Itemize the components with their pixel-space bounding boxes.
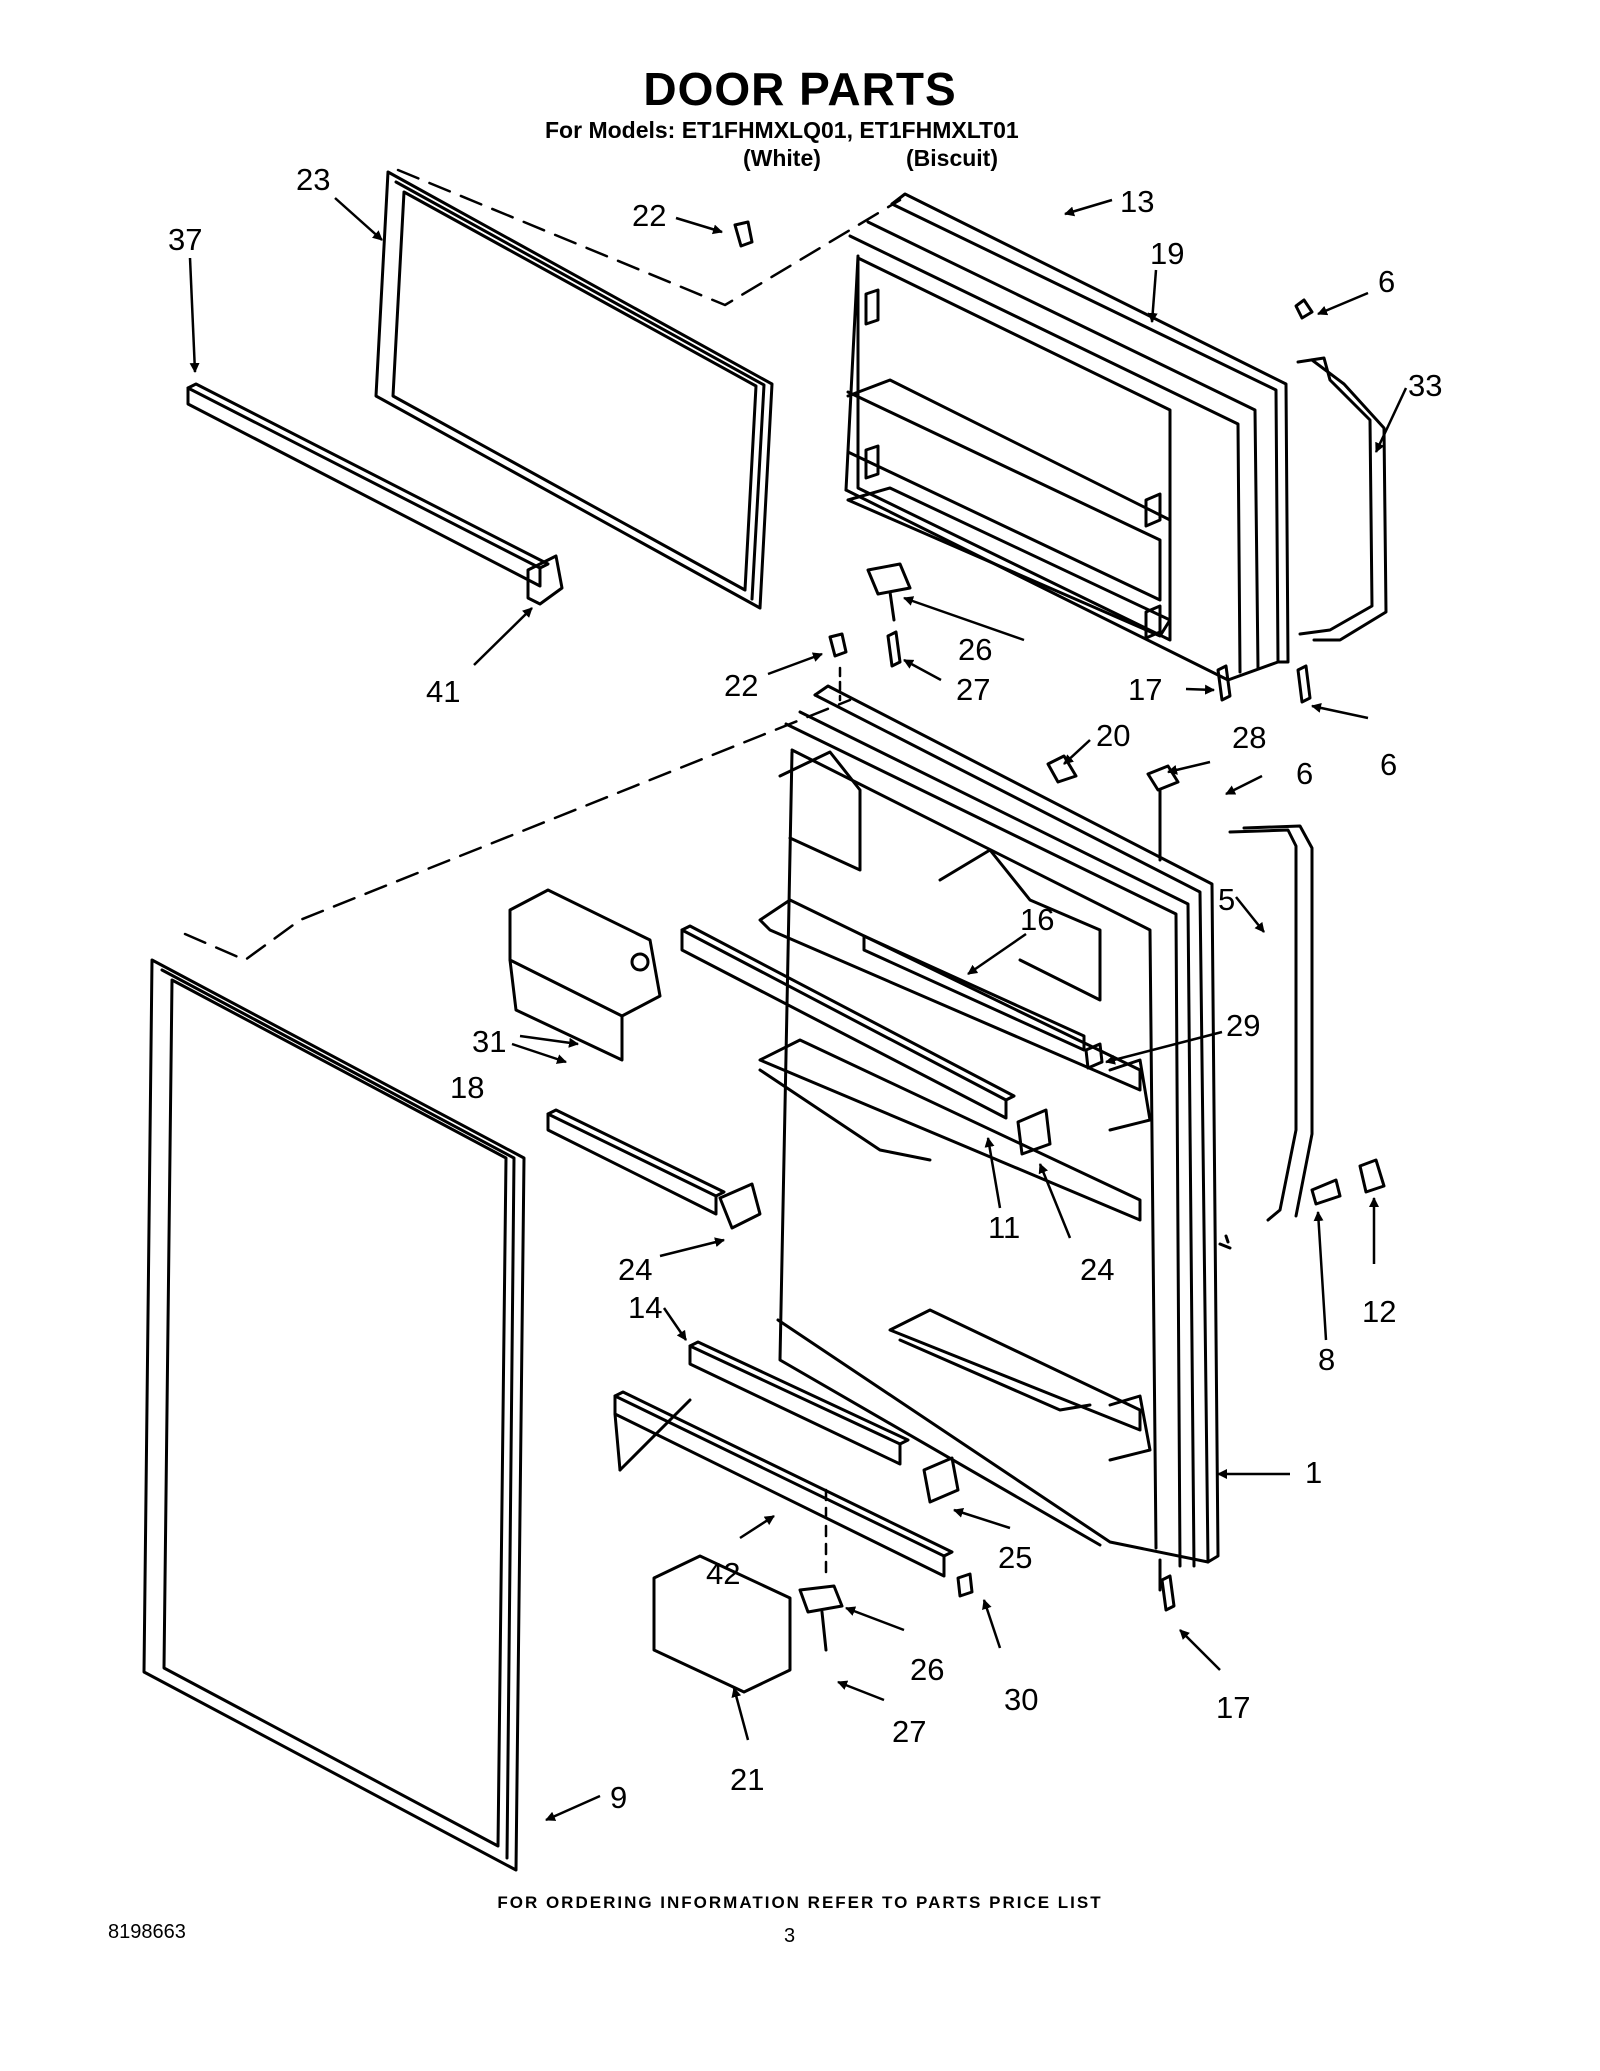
callout-24-right: 24 [1080, 1252, 1114, 1287]
callout-16: 16 [1020, 902, 1054, 937]
callout-33: 33 [1408, 368, 1442, 403]
variant-biscuit: (Biscuit) [906, 145, 998, 171]
callout-14: 14 [628, 1290, 662, 1325]
callout-31: 31 [472, 1024, 506, 1059]
callout-6-mid: 6 [1380, 747, 1397, 782]
callout-18: 18 [450, 1070, 484, 1105]
callout-12: 12 [1362, 1294, 1396, 1329]
callout-27-bottom: 27 [892, 1714, 926, 1749]
document-number: 8198663 [108, 1921, 186, 1943]
callout-42: 42 [706, 1556, 740, 1591]
ordering-note: FOR ORDERING INFORMATION REFER TO PARTS … [497, 1893, 1103, 1912]
variant-white: (White) [743, 145, 821, 171]
freezer-gasket [374, 170, 774, 610]
callout-1: 1 [1305, 1455, 1322, 1490]
callout-27-top: 27 [956, 672, 990, 707]
freezer-handle [1296, 356, 1388, 642]
callout-22-mid: 22 [724, 668, 758, 703]
freezer-door [844, 192, 1290, 682]
models-line: For Models: ET1FHMXLQ01, ET1FHMXLT01 [545, 117, 1019, 143]
callout-17-top: 17 [1128, 672, 1162, 707]
callout-28: 28 [1232, 720, 1266, 755]
fresh-food-handle [1228, 824, 1314, 1222]
callout-19: 19 [1150, 236, 1184, 271]
callout-26-top: 26 [958, 632, 992, 667]
callout-25: 25 [998, 1540, 1032, 1575]
callout-26-bottom: 26 [910, 1652, 944, 1687]
callout-9: 9 [610, 1780, 627, 1815]
callout-20: 20 [1096, 718, 1130, 753]
callout-30: 30 [1004, 1682, 1038, 1717]
callout-24-left: 24 [618, 1252, 652, 1287]
callout-6-top: 6 [1378, 264, 1395, 299]
callout-17-bottom: 17 [1216, 1690, 1250, 1725]
fresh-food-gasket [142, 958, 526, 1872]
fresh-food-door [758, 684, 1220, 1592]
callout-29: 29 [1226, 1008, 1260, 1043]
callout-5: 5 [1218, 882, 1235, 917]
page-number: 3 [784, 1925, 796, 1947]
callout-6-handle: 6 [1296, 756, 1313, 791]
callout-11: 11 [988, 1210, 1020, 1245]
callout-21: 21 [730, 1762, 764, 1797]
callout-8: 8 [1318, 1342, 1335, 1377]
callout-22-top: 22 [632, 198, 666, 233]
callout-23: 23 [296, 162, 330, 197]
page-title: DOOR PARTS [643, 63, 957, 115]
callout-41: 41 [426, 674, 460, 709]
freezer-shelf-bar [186, 382, 564, 606]
callout-13: 13 [1120, 184, 1154, 219]
callout-labels: 1 5 6 6 6 8 9 11 12 13 14 16 17 17 18 19… [168, 162, 1442, 1815]
callout-37: 37 [168, 222, 202, 257]
